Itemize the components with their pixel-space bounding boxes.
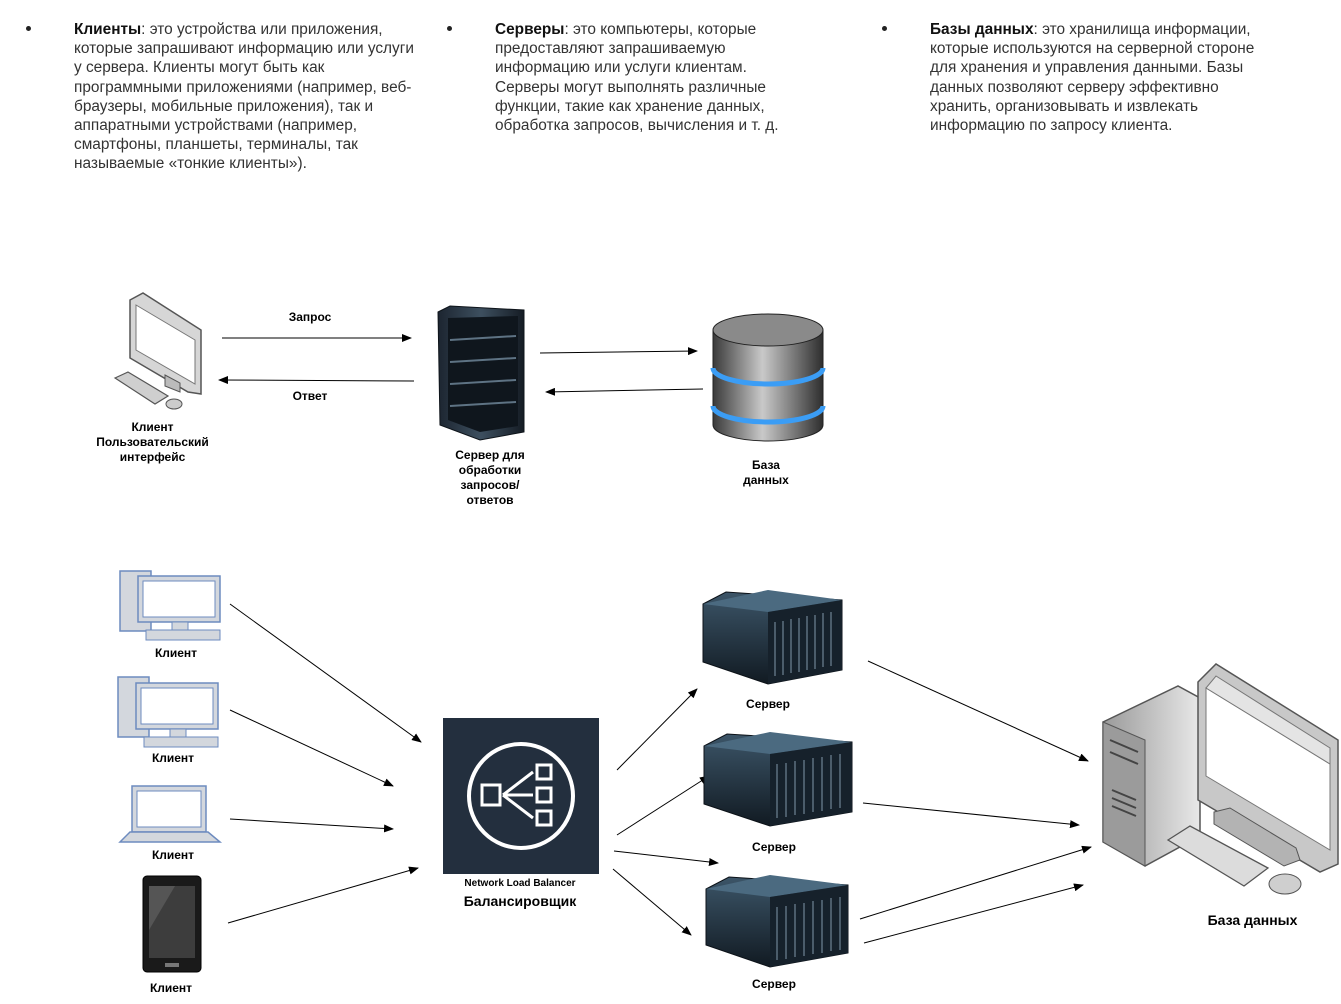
client-to-balancer-arrow (227, 866, 419, 924)
server-to-db-arrow (863, 883, 1084, 944)
load-balancer-icon (443, 718, 599, 874)
result-arrow (545, 387, 704, 396)
server-unit-icon (705, 875, 849, 968)
database-computer-icon (1102, 663, 1339, 895)
client-to-balancer-arrow (229, 818, 394, 833)
server-to-db-arrow (862, 802, 1080, 829)
bullet-body: : это компьютеры, которые предоставляют … (495, 21, 779, 135)
request-label: Запрос (288, 310, 332, 324)
query-arrow (539, 347, 698, 356)
database-icon (710, 313, 826, 442)
balancer-caption: Network Load Balancer (464, 878, 576, 889)
client-label: Клиент Пользовательский интерфейс (96, 420, 209, 464)
server-unit-icon (702, 590, 843, 685)
server-label: Сервер для обработки запросов/ ответов (455, 448, 525, 507)
server-label: Сервер (752, 977, 796, 991)
laptop-client-icon (118, 785, 223, 843)
server-label: Сервер (746, 697, 790, 711)
bullet-body: : это устройства или приложения, которые… (74, 21, 414, 173)
balancer-to-server-arrow (616, 688, 698, 771)
monitor-icon (113, 292, 202, 410)
client-label: Клиент (151, 751, 195, 765)
server-label: Сервер (752, 840, 796, 854)
balancer-to-server-arrow (612, 868, 692, 936)
bullet-body: : это хранилища информации, которые испо… (930, 21, 1255, 135)
bullet-term: Базы данных (930, 21, 1034, 38)
client-to-balancer-arrow (229, 709, 394, 787)
response-arrow (218, 376, 415, 385)
client-label: Клиент (154, 646, 198, 660)
db-label: База данных (743, 458, 789, 487)
bullet-term: Серверы (495, 21, 565, 38)
server-to-db-arrow (859, 845, 1092, 920)
server-unit-icon (703, 732, 853, 827)
desktop-client-icon (117, 676, 219, 748)
client-label: Клиент (151, 848, 195, 862)
bullet-dot (882, 26, 887, 31)
response-label: Ответ (292, 389, 328, 403)
balancer-to-server-arrow (613, 850, 719, 866)
client-label: Клиент (149, 981, 193, 995)
balancer-to-server-arrow (616, 775, 710, 836)
bullet-dot (26, 26, 31, 31)
server-rack-icon (437, 305, 525, 441)
bullet-dot (447, 26, 452, 31)
server-to-db-arrow (867, 660, 1089, 762)
database-label: База данных (1207, 912, 1298, 928)
phone-client-icon (142, 875, 202, 973)
desktop-client-icon (119, 570, 221, 641)
balancer-label: Балансировщик (463, 893, 577, 909)
bullet-term: Клиенты (74, 21, 142, 38)
client-to-balancer-arrow (229, 603, 422, 743)
